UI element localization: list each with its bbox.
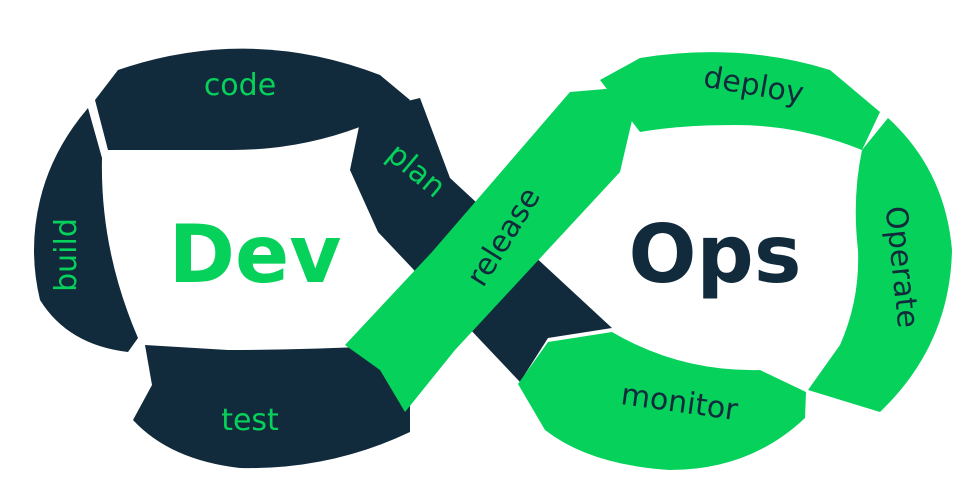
- build-segment: [34, 108, 138, 352]
- dev-title: Dev: [169, 208, 342, 301]
- deploy-segment: [600, 52, 880, 150]
- release-segment: [345, 86, 640, 412]
- monitor-segment: [518, 332, 806, 470]
- ops-title: Ops: [629, 208, 802, 301]
- test-label: test: [221, 403, 279, 438]
- build-label: build: [49, 218, 84, 292]
- test-segment: [133, 345, 410, 469]
- code-label: code: [204, 68, 276, 103]
- operate-segment: [808, 118, 952, 412]
- code-segment: [95, 48, 410, 150]
